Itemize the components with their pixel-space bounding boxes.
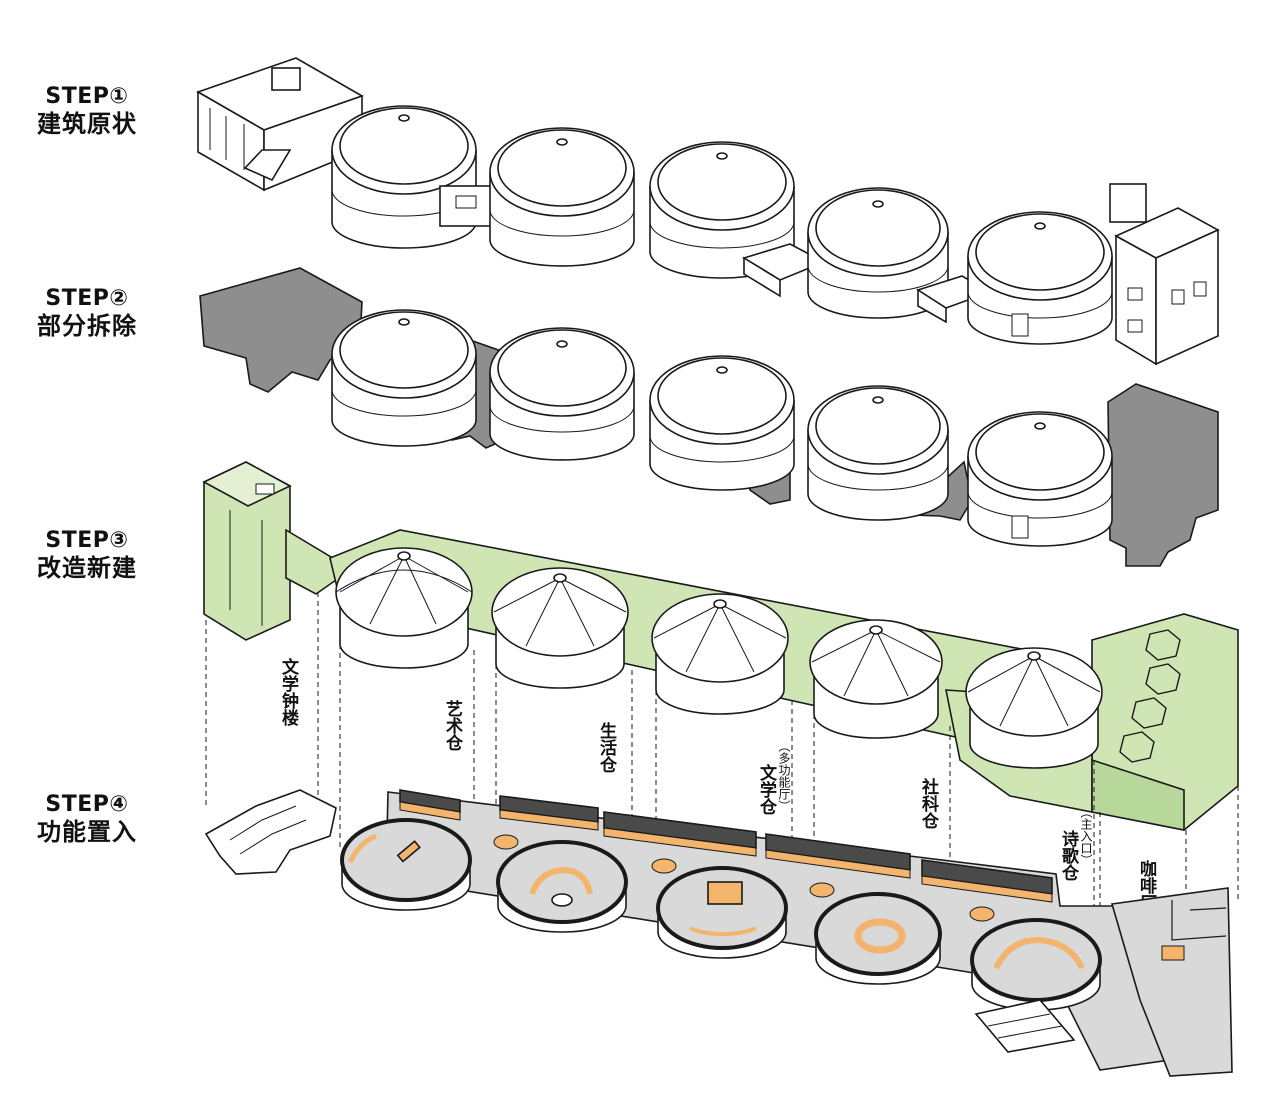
step-2-partial-demolition bbox=[199, 267, 1219, 567]
corridor-round-tables bbox=[493, 834, 995, 922]
step3-silo-3 bbox=[651, 593, 789, 715]
plan-social-science-silo bbox=[814, 892, 942, 985]
plan-art-silo bbox=[340, 818, 472, 911]
zone-note-multifunction-hall: （多功能厅） bbox=[777, 740, 791, 812]
demolished-right-tower bbox=[1107, 383, 1219, 567]
plan-life-silo bbox=[496, 840, 628, 933]
step-1-title: STEP① bbox=[45, 84, 129, 109]
step-3-title: STEP③ bbox=[45, 528, 129, 553]
step-1-subtitle: 建筑原状 bbox=[37, 110, 137, 138]
literature-clock-tower bbox=[202, 461, 337, 641]
left-annex-house bbox=[196, 57, 364, 192]
right-tower-building bbox=[1109, 183, 1220, 366]
step-2-title: STEP② bbox=[45, 286, 129, 311]
zone-label-art-silo: 艺术仓 bbox=[442, 699, 464, 751]
plan-literature-silo bbox=[656, 866, 788, 959]
step2-silos bbox=[331, 309, 1113, 547]
step1-silo-2 bbox=[489, 127, 635, 267]
step-2-label: STEP② 部分拆除 bbox=[22, 286, 152, 340]
entrance-ramp bbox=[974, 999, 1076, 1053]
step-3-subtitle: 改造新建 bbox=[37, 554, 137, 582]
step-4-title: STEP④ bbox=[45, 792, 129, 817]
step-3-renovation bbox=[202, 461, 1239, 831]
cafe-octagon-windows bbox=[1119, 629, 1181, 763]
corridor-back-walls bbox=[399, 789, 1053, 895]
zone-label-poetry-silo: 诗歌仓 bbox=[1058, 830, 1080, 881]
plan-silo-rooms bbox=[340, 818, 1102, 1011]
clock-tower-base bbox=[204, 789, 337, 875]
step3-silo-5 bbox=[965, 647, 1103, 769]
step1-silo-5 bbox=[967, 211, 1113, 345]
zone-label-literature-clock-tower: 文学钟楼 bbox=[278, 657, 299, 727]
step-4-function-insertion bbox=[204, 789, 1233, 1077]
plan-cafe bbox=[1110, 887, 1233, 1077]
step3-domed-silos bbox=[335, 547, 1103, 769]
step1-silo-4 bbox=[807, 187, 949, 319]
zone-labels: 文学钟楼 艺术仓 生活仓 文学仓 （多功能厅） 社科仓 诗歌仓 （主入口） 咖啡… bbox=[278, 657, 1157, 912]
step3-silo-1 bbox=[335, 547, 473, 669]
step1-connector-1 bbox=[439, 185, 495, 227]
step3-silo-4 bbox=[809, 619, 943, 739]
zone-note-main-entrance: （主入口） bbox=[1079, 806, 1093, 866]
step-4-label: STEP④ 功能置入 bbox=[22, 792, 152, 846]
plan-poetry-silo bbox=[970, 918, 1102, 1011]
step-3-label: STEP③ 改造新建 bbox=[22, 528, 152, 582]
zone-label-literature-silo: 文学仓 bbox=[756, 763, 778, 815]
step3-silo-2 bbox=[491, 567, 629, 689]
step-1-existing-building bbox=[196, 57, 1220, 366]
step1-connector-stair bbox=[742, 243, 826, 298]
step-4-subtitle: 功能置入 bbox=[37, 818, 137, 846]
zone-label-life-silo: 生活仓 bbox=[596, 721, 618, 773]
bookshelf-strips bbox=[399, 801, 1053, 903]
step-2-subtitle: 部分拆除 bbox=[37, 312, 137, 340]
demolished-left-annex bbox=[199, 267, 363, 393]
zone-label-social-science-silo: 社科仓 bbox=[918, 777, 940, 829]
step-1-label: STEP① 建筑原状 bbox=[22, 84, 152, 138]
